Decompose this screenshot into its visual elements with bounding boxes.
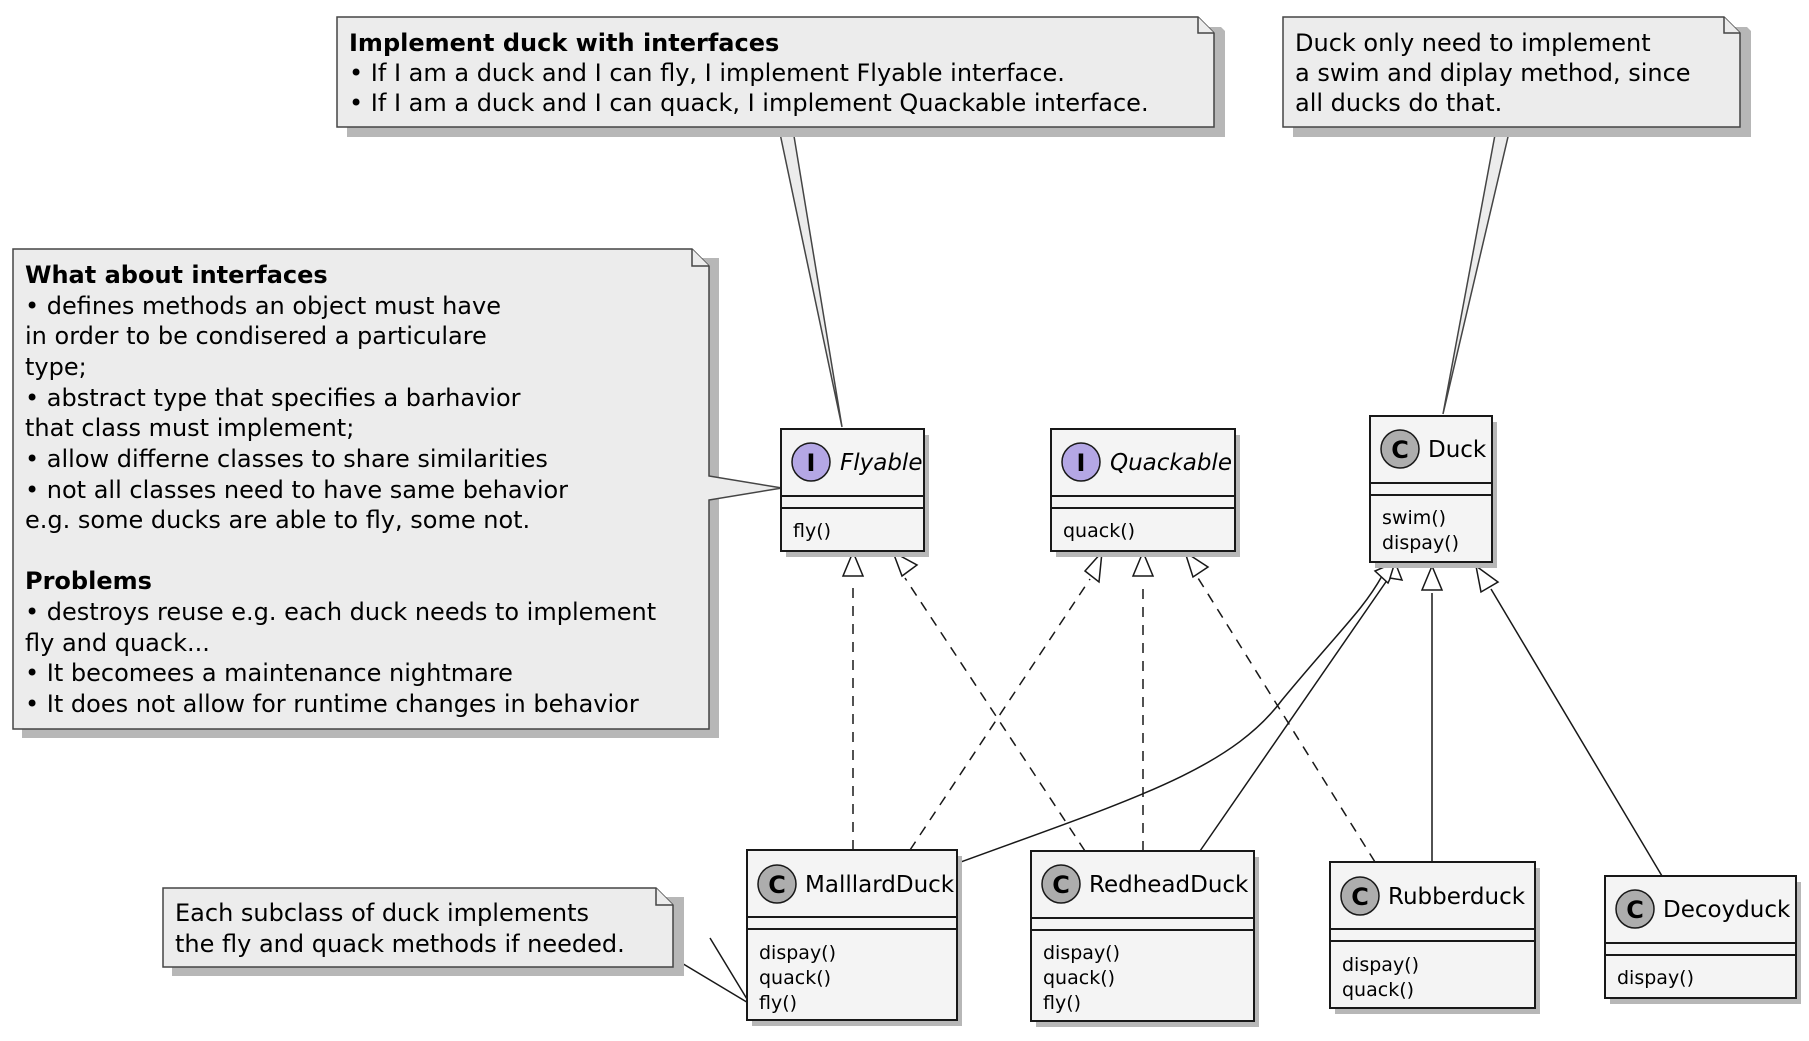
class-name: Rubberduck xyxy=(1388,884,1526,910)
note-about-interfaces-line: • not all classes need to have same beha… xyxy=(25,476,568,504)
note-subclass-line: Each subclass of duck implements xyxy=(175,899,589,927)
class-method: quack() xyxy=(1043,967,1115,989)
class-stereotype-letter: C xyxy=(1351,883,1369,911)
interface-icon xyxy=(1061,442,1101,482)
interface-stereotype-letter: I xyxy=(1077,449,1086,477)
class-rubberduck: C Rubberduck dispay() quack() xyxy=(1329,861,1540,1014)
class-method: fly() xyxy=(759,992,797,1014)
note-interfaces-impl: Implement duck with interfaces • If I am… xyxy=(336,16,1225,137)
arrowhead-quackable-from-rubber xyxy=(1183,550,1210,579)
edge-mallard-extends-duck xyxy=(957,575,1383,864)
arrowhead-duck-from-redhead xyxy=(1389,559,1404,581)
interface-icon xyxy=(791,442,831,482)
edge-redhead-extends-duck xyxy=(1199,575,1391,852)
note-about-interfaces-line: e.g. some ducks are able to fly, some no… xyxy=(25,506,530,534)
arrowhead-quackable-from-redhead xyxy=(1131,550,1155,577)
class-method: dispay() xyxy=(759,942,836,964)
class-stereotype-letter: C xyxy=(768,871,786,899)
interface-name: Flyable xyxy=(840,450,922,476)
class-stereotype-letter: C xyxy=(1391,436,1409,464)
note-interfaces-impl-line: • If I am a duck and I can quack, I impl… xyxy=(349,89,1149,117)
class-icon xyxy=(1615,889,1655,929)
note-about-interfaces-line: type; xyxy=(25,353,87,381)
note-problems-line: • destroys reuse e.g. each duck needs to… xyxy=(25,598,656,626)
arrowhead-flyable-from-mallard xyxy=(841,550,865,577)
note-problems-title: Problems xyxy=(25,567,152,595)
class-icon xyxy=(1041,864,1081,904)
arrowhead-duck-from-decoy xyxy=(1474,564,1500,594)
interface-quackable: I Quackable quack() xyxy=(1050,428,1240,557)
note-about-interfaces-line: • abstract type that specifies a barhavi… xyxy=(25,384,521,412)
note-problems-line: • It becomees a maintenance nightmare xyxy=(25,659,513,687)
note-about-interfaces-line: in order to be condisered a particulare xyxy=(25,322,487,350)
interface-flyable: I Flyable fly() xyxy=(780,428,929,557)
note-about-interfaces: What about interfaces • defines methods … xyxy=(12,248,783,738)
note-duck-base: Duck only need to implement a swim and d… xyxy=(1282,16,1751,137)
class-method: dispay() xyxy=(1617,967,1694,989)
arrowhead-quackable-from-mallard xyxy=(1083,549,1103,584)
interface-stereotype-letter: I xyxy=(807,449,816,477)
note-duck-base-line: a swim and diplay method, since xyxy=(1295,59,1691,87)
note-duck-base-line: Duck only need to implement xyxy=(1295,29,1651,57)
class-name: Duck xyxy=(1428,437,1487,463)
note-subclass: Each subclass of duck implements the fly… xyxy=(162,887,684,976)
note-duck-base-line: all ducks do that. xyxy=(1295,89,1502,117)
class-method: swim() xyxy=(1382,507,1446,529)
note-about-interfaces-title: What about interfaces xyxy=(25,261,328,289)
edge-rubber-realizes-quackable xyxy=(1197,577,1376,863)
note-about-interfaces-line: that class must implement; xyxy=(25,414,354,442)
class-method: dispay() xyxy=(1043,942,1120,964)
class-icon xyxy=(1340,876,1380,916)
note-interfaces-impl-title: Implement duck with interfaces xyxy=(349,29,779,57)
arrowhead-flyable-from-redhead xyxy=(891,550,919,578)
class-duck: C Duck swim() dispay() xyxy=(1369,415,1497,568)
note-about-interfaces-line: • defines methods an object must have xyxy=(25,292,501,320)
note-about-interfaces-line: • allow differne classes to share simila… xyxy=(25,445,548,473)
class-method: fly() xyxy=(1043,992,1081,1014)
class-name: Decoyduck xyxy=(1663,897,1791,923)
relationships xyxy=(679,123,1663,1005)
note-subclass-pointer xyxy=(679,937,751,1005)
edge-redhead-realizes-flyable xyxy=(904,577,1086,852)
edge-decoy-extends-duck xyxy=(1490,588,1663,877)
note-duck-base-pointer xyxy=(1442,123,1512,415)
class-icon xyxy=(1380,429,1420,469)
interface-method: quack() xyxy=(1063,520,1135,542)
class-redhead-duck: C RedheadDuck dispay() quack() fly() xyxy=(1030,850,1259,1027)
class-method: dispay() xyxy=(1342,954,1419,976)
class-method: quack() xyxy=(759,967,831,989)
class-stereotype-letter: C xyxy=(1626,896,1644,924)
interface-name: Quackable xyxy=(1110,450,1232,476)
note-problems-line: fly and quack... xyxy=(25,629,210,657)
interface-method: fly() xyxy=(793,520,831,542)
note-subclass-line: the fly and quack methods if needed. xyxy=(175,930,625,958)
note-interfaces-impl-line: • If I am a duck and I can fly, I implem… xyxy=(349,59,1065,87)
arrowhead-duck-from-rubber xyxy=(1420,564,1444,591)
class-mallard-duck: C MalllardDuck dispay() quack() fly() xyxy=(746,849,962,1026)
class-method: quack() xyxy=(1342,979,1414,1001)
class-decoyduck: C Decoyduck dispay() xyxy=(1604,875,1801,1004)
class-icon xyxy=(757,864,797,904)
edge-mallard-realizes-quackable xyxy=(909,578,1091,851)
note-problems-line: • It does not allow for runtime changes … xyxy=(25,690,639,718)
class-stereotype-letter: C xyxy=(1052,871,1070,899)
note-interfaces-impl-pointer xyxy=(777,123,843,428)
class-method: dispay() xyxy=(1382,532,1459,554)
class-name: RedheadDuck xyxy=(1089,872,1249,898)
class-name: MalllardDuck xyxy=(805,872,955,898)
